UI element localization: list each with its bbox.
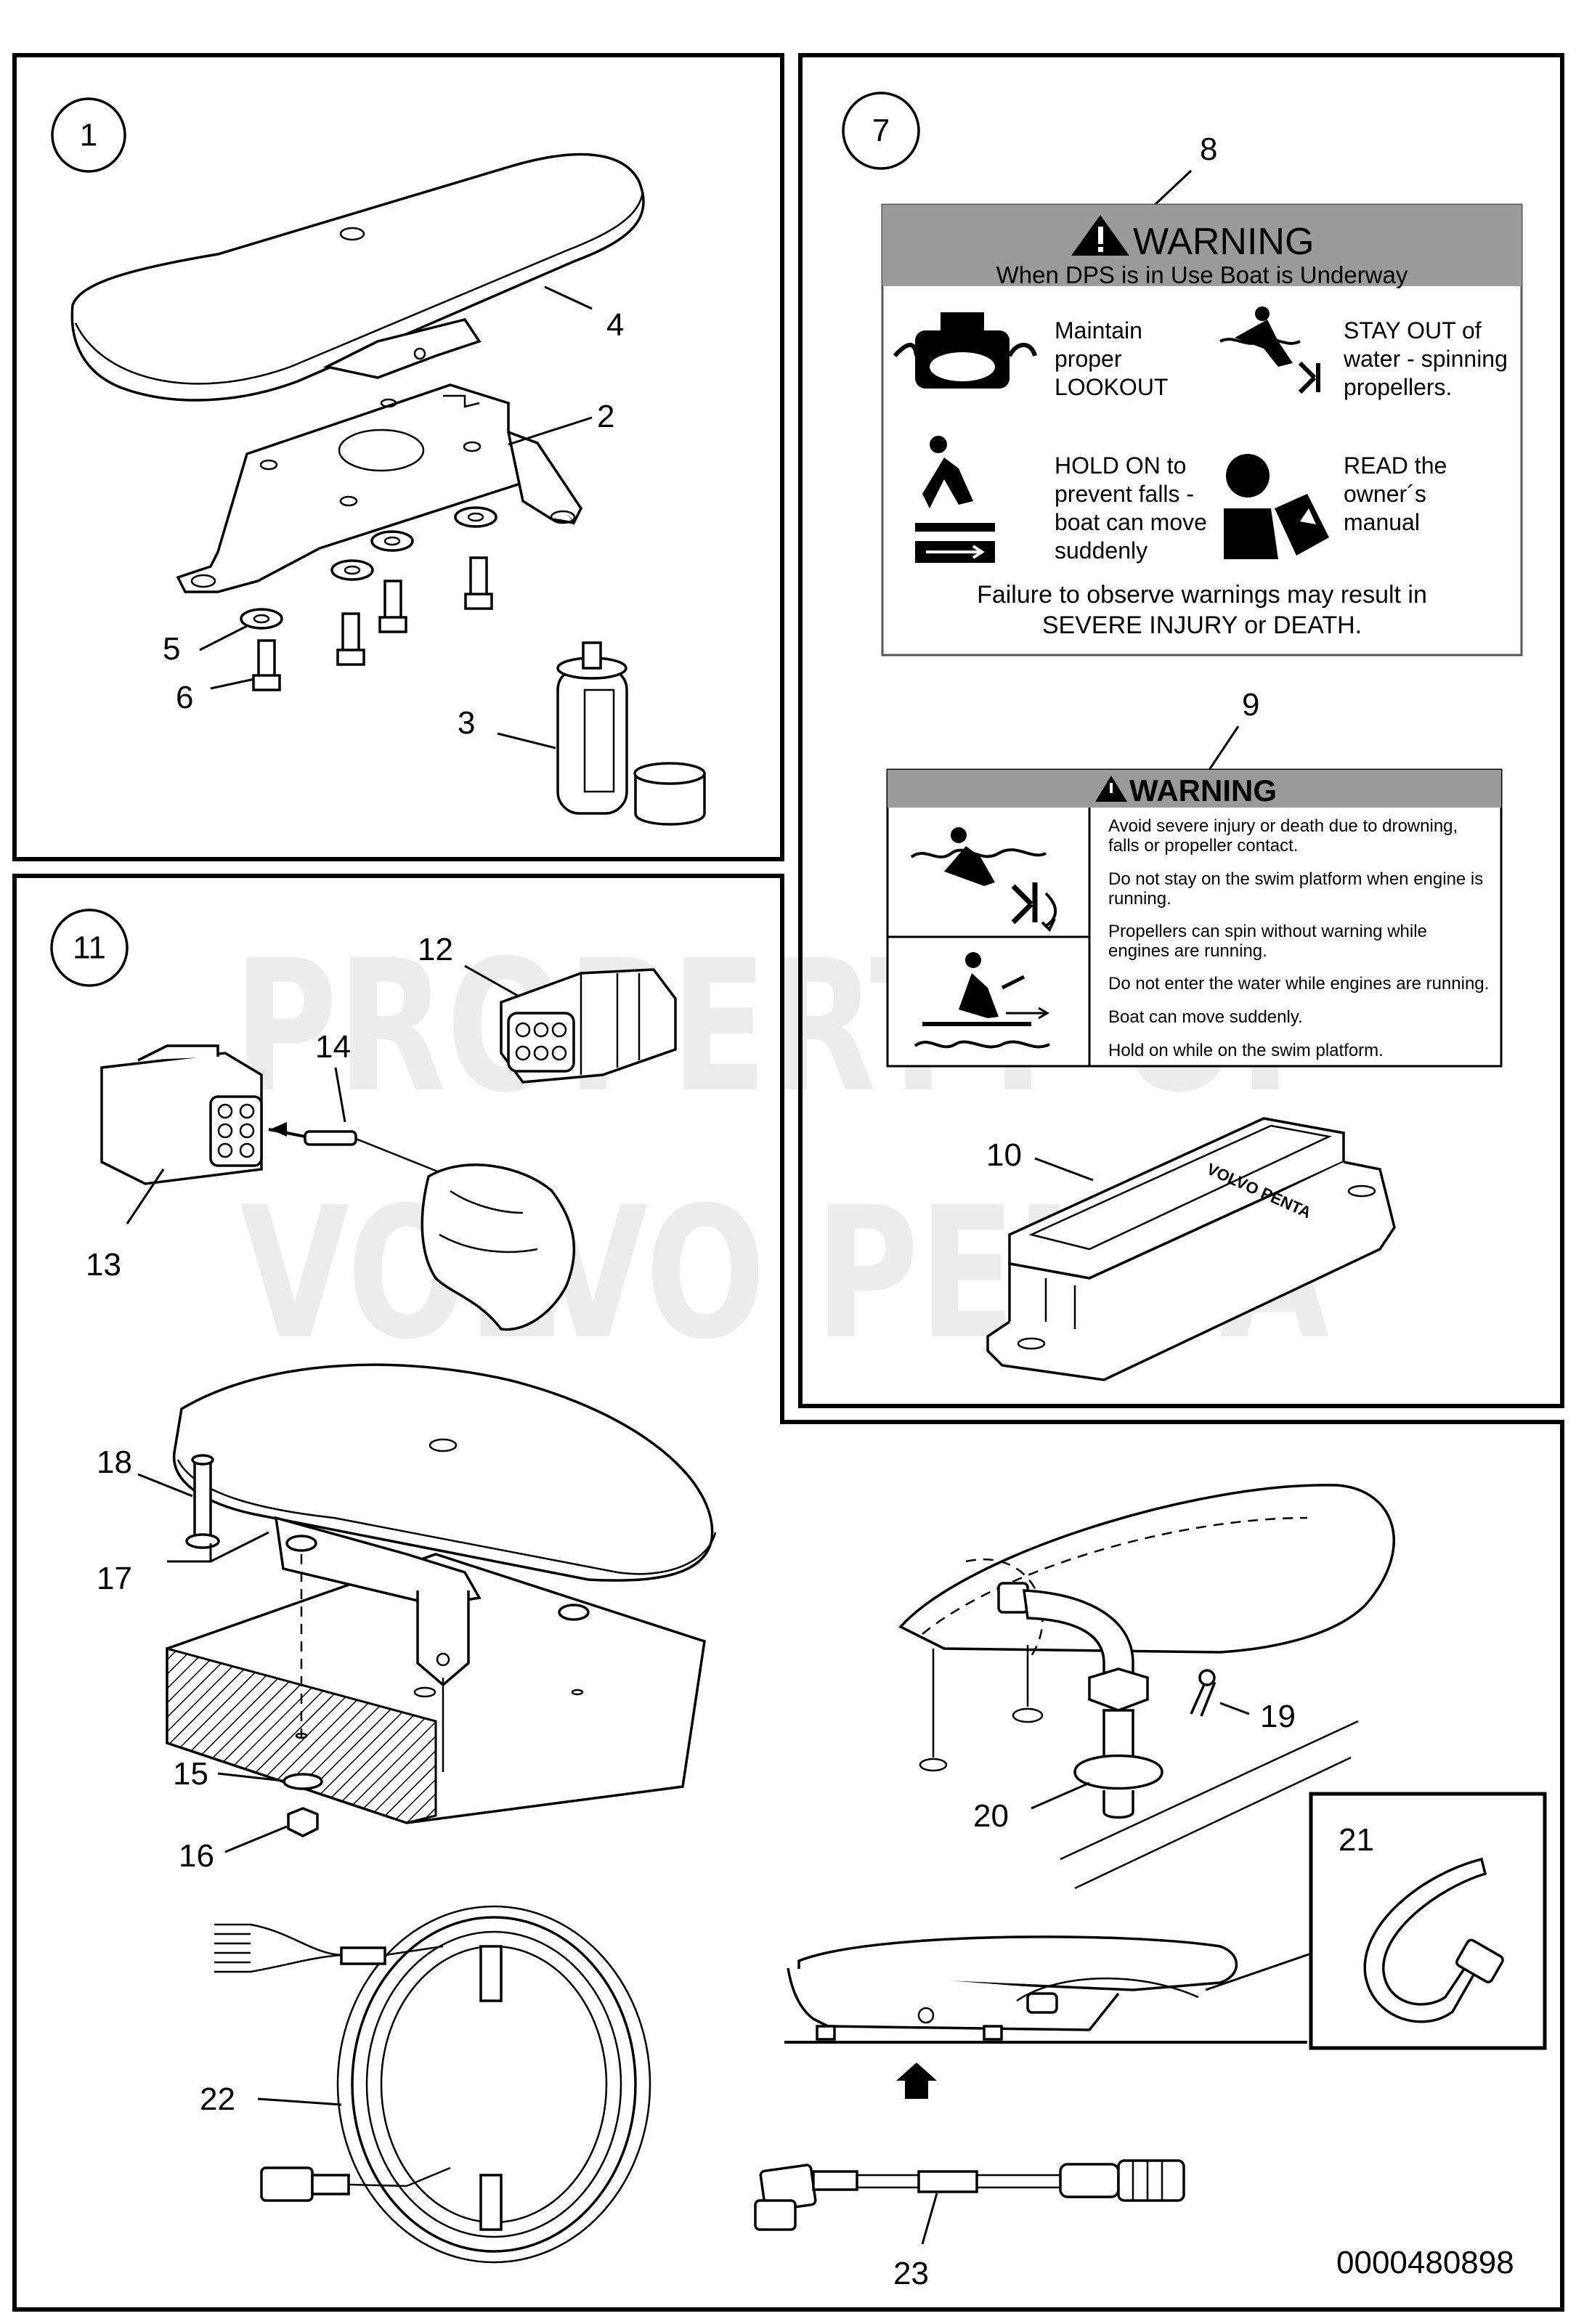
svg-text:suddenly: suddenly xyxy=(1055,537,1148,564)
svg-text:prevent falls -: prevent falls - xyxy=(1055,481,1194,507)
callout-8: 8 xyxy=(1200,131,1217,167)
svg-text:SEVERE INJURY or DEATH.: SEVERE INJURY or DEATH. xyxy=(1042,612,1362,639)
connector-part-13 xyxy=(100,1044,263,1185)
svg-text:11: 11 xyxy=(73,930,106,966)
callout-14: 14 xyxy=(315,1029,351,1065)
cable-tie-part-21 xyxy=(1363,1857,1504,2023)
bolt-washer-nut-parts-15-18 xyxy=(185,1454,323,1837)
svg-text:LOOKOUT: LOOKOUT xyxy=(1055,374,1168,400)
svg-text:Failure to observe warnings ma: Failure to observe warnings may result i… xyxy=(977,581,1427,609)
svg-text:Avoid severe injury or death d: Avoid severe injury or death due to drow… xyxy=(1108,816,1458,836)
svg-text:7: 7 xyxy=(872,113,890,149)
warning-triangle-icon xyxy=(1071,215,1129,256)
callout-21: 21 xyxy=(1339,1822,1374,1858)
panel-1-frame xyxy=(12,53,784,861)
svg-text:Maintain: Maintain xyxy=(1055,317,1142,344)
callout-20: 20 xyxy=(973,1798,1009,1834)
callout-17: 17 xyxy=(97,1561,132,1596)
antenna-on-mount-assembly xyxy=(166,1363,717,1824)
svg-text:running.: running. xyxy=(1108,889,1171,909)
svg-text:Do not stay on the swim platfo: Do not stay on the swim platform when en… xyxy=(1108,869,1483,889)
svg-text:1: 1 xyxy=(80,118,97,153)
callout-3: 3 xyxy=(458,705,475,741)
svg-text:owner´s: owner´s xyxy=(1344,481,1426,507)
panel-11-frame xyxy=(12,874,1564,2312)
svg-text:Hold on while on the swim plat: Hold on while on the swim platform. xyxy=(1108,1041,1384,1060)
svg-text:Boat can move suddenly.: Boat can move suddenly. xyxy=(1108,1007,1303,1027)
antenna-side-view xyxy=(784,1935,1307,2044)
platform-person-icon xyxy=(914,952,1050,1049)
svg-text:When DPS is in Use Boat is Und: When DPS is in Use Boat is Underway xyxy=(996,261,1408,288)
lookout-icon xyxy=(893,312,1037,389)
svg-text:HOLD ON to: HOLD ON to xyxy=(1055,452,1186,479)
svg-text:WARNING: WARNING xyxy=(1129,773,1277,808)
svg-text:STAY OUT of: STAY OUT of xyxy=(1344,317,1482,344)
callout-9: 9 xyxy=(1242,687,1259,723)
read-manual-icon xyxy=(1224,454,1329,559)
svg-text:boat can move: boat can move xyxy=(1055,509,1207,535)
panel-7-number: 7 xyxy=(842,92,920,170)
callout-13: 13 xyxy=(86,1247,121,1283)
pin-and-hand-part-14 xyxy=(268,1122,576,1331)
callout-15: 15 xyxy=(173,1756,208,1792)
warning-decal-8: WARNING When DPS is in Use Boat is Under… xyxy=(881,203,1523,657)
washers-and-bolts-parts-5-6 xyxy=(240,506,497,691)
svg-text:propellers.: propellers. xyxy=(1344,374,1452,400)
cable-harness-part-22 xyxy=(214,1905,651,2264)
callout-5: 5 xyxy=(163,631,180,667)
cable-gland-assembly xyxy=(898,1484,1395,1890)
callout-6: 6 xyxy=(176,680,193,715)
warning-triangle-icon xyxy=(1095,776,1127,802)
svg-text:water - spinning: water - spinning xyxy=(1343,346,1508,372)
swimmer-propeller-icon xyxy=(1219,306,1320,394)
callout-18: 18 xyxy=(97,1445,132,1480)
connector-part-12 xyxy=(500,968,677,1084)
callout-16: 16 xyxy=(179,1838,214,1874)
falling-person-icon xyxy=(915,436,995,563)
figure-id: 0000480898 xyxy=(1336,2245,1514,2280)
callout-12: 12 xyxy=(418,932,453,967)
svg-text:proper: proper xyxy=(1055,346,1122,372)
callout-2: 2 xyxy=(597,399,614,434)
callout-10: 10 xyxy=(986,1137,1022,1173)
callout-4: 4 xyxy=(606,307,624,343)
adhesive-can-part-3 xyxy=(556,641,706,826)
up-arrow-icon xyxy=(896,2063,937,2099)
callout-23: 23 xyxy=(893,2256,929,2291)
callout-22: 22 xyxy=(200,2081,235,2117)
svg-text:WARNING: WARNING xyxy=(1133,221,1314,263)
panel-1-number: 1 xyxy=(51,97,126,173)
mounting-bracket-part-2 xyxy=(176,383,583,593)
control-module-part-10: VOLVO PENTA xyxy=(986,1117,1396,1381)
callout-19: 19 xyxy=(1260,1699,1296,1734)
drowning-propeller-icon xyxy=(910,827,1057,933)
svg-text:engines are running.: engines are running. xyxy=(1108,941,1267,961)
svg-text:falls or propeller contact.: falls or propeller contact. xyxy=(1108,836,1298,856)
panel-7-frame xyxy=(798,53,1564,1408)
extension-cable-part-23 xyxy=(754,2159,1185,2231)
svg-text:Propellers can spin without wa: Propellers can spin without warning whil… xyxy=(1108,922,1427,941)
antenna-dome-part-4 xyxy=(70,153,645,402)
panel-11-number: 11 xyxy=(50,909,129,987)
warning-decal-9: WARNING Avoid severe injury or death due… xyxy=(886,768,1503,1068)
svg-text:READ the: READ the xyxy=(1344,452,1447,479)
svg-text:manual: manual xyxy=(1344,509,1420,535)
svg-text:Do not enter the water while e: Do not enter the water while engines are… xyxy=(1108,974,1489,994)
